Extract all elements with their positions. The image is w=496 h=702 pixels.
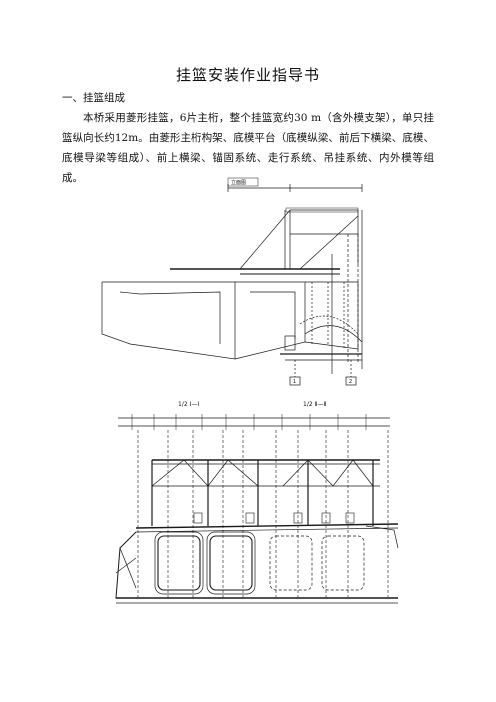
- page-title: 挂篮安装作业指导书: [175, 66, 320, 84]
- elevation-label: 立面图: [231, 179, 246, 186]
- intro-paragraph: 本桥采用菱形挂篮，6片主桁，整个挂篮宽约30 m（含外模支架），单只挂篮纵向长约…: [62, 112, 434, 184]
- section-marker-a: 1: [293, 379, 296, 385]
- section-heading: 一、挂篮组成: [62, 92, 125, 104]
- elevation-drawing: 立面图 1 2: [101, 177, 363, 386]
- cross-section-drawing: 1/2 Ⅰ—Ⅰ 1/2 Ⅱ—Ⅱ: [115, 401, 399, 604]
- section-label-right: 1/2 Ⅱ—Ⅱ: [303, 401, 327, 408]
- section-marker-b: 2: [349, 379, 352, 385]
- section-label-left: 1/2 Ⅰ—Ⅰ: [178, 401, 199, 408]
